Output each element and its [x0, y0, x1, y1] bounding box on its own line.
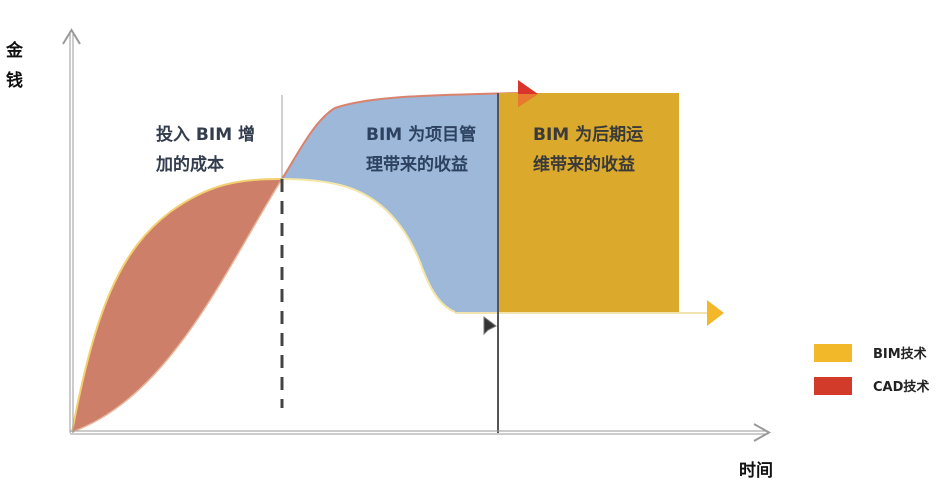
legend-swatch-cad: [814, 376, 852, 395]
legend-item-cad: CAD技术: [814, 369, 929, 402]
cad-curve-early: [71, 178, 283, 433]
project-label-line1: BIM 为项目管: [366, 125, 477, 145]
project-region-label: BIM 为项目管 理带来的收益: [366, 120, 476, 180]
legend-swatch-bim: [814, 343, 852, 362]
cost-region: [72, 179, 282, 432]
y-axis-label-char-1: 金: [6, 41, 23, 61]
x-axis-arrowhead: [753, 423, 772, 442]
legend-label-bim: BIM技术: [873, 347, 927, 362]
x-axis-label: 时间: [739, 461, 773, 481]
legend-item-bim: BIM技术: [814, 336, 929, 369]
project-label-line2: 理带来的收益: [366, 155, 468, 175]
cost-label-line1: 投入 BIM 增: [156, 125, 256, 145]
operation-label-line1: BIM 为后期运: [533, 125, 644, 145]
legend: BIM技术 CAD技术: [814, 336, 929, 402]
cad-lower-curve: [281, 178, 456, 313]
mouse-cursor-icon: [483, 316, 497, 336]
project-benefit-region: [282, 93, 498, 314]
y-axis-arrowhead: [62, 28, 81, 45]
cost-label-line2: 加的成本: [156, 155, 224, 175]
bim-trend-arrowhead-shade: [518, 94, 538, 107]
operation-label-line2: 维带来的收益: [533, 155, 635, 175]
operation-region-label: BIM 为后期运 维带来的收益: [533, 120, 643, 180]
legend-label-cad: CAD技术: [873, 380, 930, 395]
operation-benefit-region: [498, 93, 679, 313]
cad-trend-arrowhead: [707, 300, 724, 326]
cost-region-label: 投入 BIM 增 加的成本: [156, 120, 255, 180]
y-axis-label-char-2: 钱: [6, 71, 23, 91]
bim-upper-curve: [281, 92, 521, 180]
bim-curve-early: [71, 178, 283, 433]
